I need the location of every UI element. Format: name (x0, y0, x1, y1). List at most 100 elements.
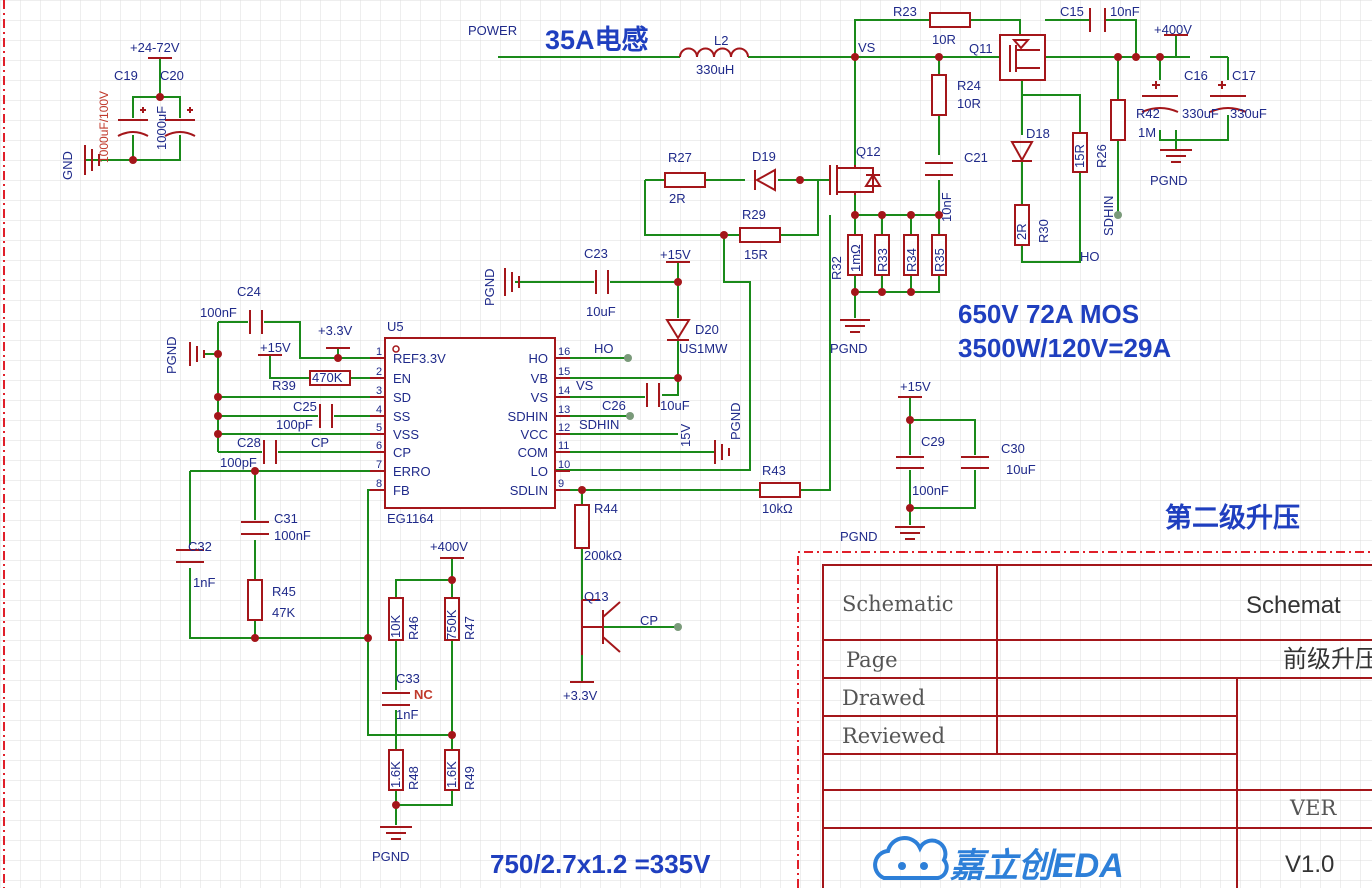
inductor-l2[interactable] (679, 47, 749, 58)
transistor-q13[interactable] (581, 599, 621, 655)
resistor-r48[interactable] (388, 749, 404, 791)
c25-value: 100pF (276, 417, 313, 432)
capacitor-c24[interactable] (249, 310, 263, 334)
c31-value: 100nF (274, 528, 311, 543)
tb-reviewed-label: Reviewed (842, 724, 945, 748)
u5-ref: U5 (387, 319, 404, 334)
net-sdhin-r26: SDHIN (1101, 196, 1116, 236)
ground-symbols (84, 34, 1192, 840)
q12-ref: Q12 (856, 144, 881, 159)
r45-ref: R45 (272, 584, 296, 599)
capacitor-c26[interactable] (646, 383, 660, 407)
capacitor-c23[interactable] (595, 270, 609, 294)
capacitor-c29[interactable] (896, 456, 924, 469)
resistor-r46[interactable] (388, 597, 404, 641)
c23-value: 10uF (586, 304, 616, 319)
u5-pin-num: 11 (558, 440, 569, 452)
tb-logo-text: 嘉立创EDA (950, 847, 1124, 885)
resistor-r45[interactable] (247, 579, 263, 621)
resistor-r33[interactable] (874, 234, 890, 276)
capacitor-c15[interactable] (1089, 8, 1106, 32)
c15-value: 10nF (1110, 4, 1140, 19)
r30-ref: R30 (1036, 219, 1051, 243)
u5-pin-num: 5 (376, 422, 382, 434)
u5-pin-name: HO (529, 351, 549, 366)
resistor-r23[interactable] (929, 12, 971, 28)
resistor-r42[interactable] (1110, 99, 1126, 141)
u5-pin-num: 9 (558, 478, 564, 490)
net-nc: NC (414, 687, 433, 702)
u5-pin-num: 10 (558, 459, 570, 471)
resistor-r30[interactable] (1014, 204, 1030, 246)
u5-pin-name: REF3.3V (393, 351, 446, 366)
net-15v-c29: +15V (900, 379, 931, 394)
u5-pin-num: 4 (376, 404, 382, 416)
net-pgnd-right: PGND (1150, 173, 1188, 188)
tb-ver-value: V1.0 (1285, 851, 1334, 878)
c21-ref: C21 (964, 150, 988, 165)
capacitor-c28[interactable] (263, 440, 277, 464)
resistor-r49[interactable] (444, 749, 460, 791)
resistor-r26[interactable] (1072, 132, 1088, 173)
resistor-r43[interactable] (759, 482, 801, 498)
voltage-note: 750/2.7x1.2 =335V (490, 849, 711, 879)
mosfet-q12[interactable] (829, 165, 882, 195)
capacitor-c17[interactable] (1209, 81, 1247, 113)
resistor-r24[interactable] (931, 74, 947, 116)
capacitor-c31[interactable] (241, 521, 269, 535)
ic-u5[interactable]: U5 EG1164 1 REF3.3V 2 EN 3 SD 4 SS 5 VSS… (370, 319, 570, 526)
diode-d19[interactable] (754, 168, 776, 192)
r39-ref: R39 (272, 378, 296, 393)
l2-ref: L2 (714, 33, 728, 48)
r23-value: 10R (932, 32, 956, 47)
r24-value: 10R (957, 96, 981, 111)
capacitor-c32[interactable] (176, 549, 204, 563)
u5-pin-num: 1 (376, 346, 382, 358)
r43-value: 10kΩ (762, 501, 793, 516)
resistor-r39[interactable] (309, 370, 351, 386)
r33-ref: R33 (875, 248, 890, 272)
net-vs-u5: VS (576, 378, 594, 393)
tb-schematic-value: Schemat (1246, 592, 1341, 619)
c29-value: 100nF (912, 483, 949, 498)
stage-title: 第二级升压 (1165, 502, 1300, 533)
net-pgnd-bottom: PGND (372, 849, 410, 864)
u5-pin-num: 15 (558, 366, 570, 378)
resistor-r35[interactable] (931, 234, 947, 276)
capacitor-c25[interactable] (319, 404, 333, 428)
net-pgnd-c23: PGND (482, 268, 497, 306)
u5-pin-name: VCC (521, 427, 548, 442)
r27-value: 2R (669, 191, 686, 206)
capacitor-c21[interactable] (925, 162, 953, 176)
capacitor-c19[interactable] (117, 107, 149, 137)
diode-d18[interactable] (1010, 141, 1034, 163)
u5-pin-name: FB (393, 483, 410, 498)
capacitor-c16[interactable] (1141, 81, 1179, 113)
net-sdhin-u5: SDHIN (579, 417, 619, 432)
u5-pin-num: 13 (558, 404, 570, 416)
net-33v-q13: +3.3V (563, 688, 598, 703)
capacitor-c20[interactable] (164, 107, 196, 137)
c17-ref: C17 (1232, 68, 1256, 83)
ic-left-pin-lines (370, 357, 570, 491)
c32-value: 1nF (193, 575, 215, 590)
resistor-r44[interactable] (574, 504, 590, 549)
resistor-r27[interactable] (664, 172, 706, 188)
tb-page-label: Page (846, 648, 898, 672)
mosfet-q11[interactable] (999, 34, 1046, 81)
diode-d20[interactable] (665, 319, 691, 341)
q13-ref: Q13 (584, 589, 609, 604)
r35-ref: R35 (932, 248, 947, 272)
c19-value: 1000uF/100V (97, 91, 111, 163)
capacitor-c33[interactable] (382, 692, 410, 706)
resistor-r34[interactable] (903, 234, 919, 276)
capacitor-c30[interactable] (961, 456, 989, 469)
c28-ref: C28 (237, 435, 261, 450)
u5-part: EG1164 (387, 511, 434, 526)
resistor-r29[interactable] (739, 227, 781, 243)
resistor-r32[interactable] (847, 234, 863, 276)
resistor-r47[interactable] (444, 597, 460, 641)
net-gnd: GND (60, 151, 75, 180)
r34-ref: R34 (904, 248, 919, 272)
